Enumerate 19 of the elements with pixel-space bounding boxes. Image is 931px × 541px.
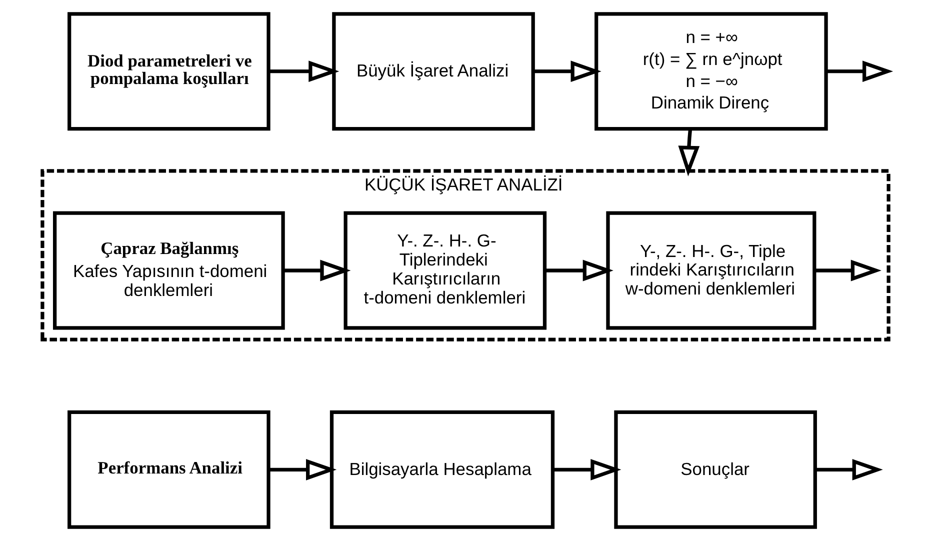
node-box: Performans Analizi: [68, 410, 270, 529]
node-box: Sonuçlar: [614, 410, 817, 529]
node-box: Diod parametreleri ve pompalama koşulları: [68, 12, 270, 131]
arrow: [268, 458, 337, 480]
arrow: [552, 458, 622, 480]
node-box: Bilgisayarla Hesaplama: [330, 410, 555, 529]
arrow: [533, 60, 602, 82]
arrow: [283, 260, 351, 282]
arrow: [814, 260, 882, 282]
arrow: [826, 60, 894, 82]
arrow: [544, 260, 614, 282]
arrow: [815, 458, 883, 480]
node-box: Y-, Z-. H-. G-, Tiple rindeki Karıştırıcıların w-domeni denklemleri: [606, 211, 816, 330]
node-box: Çapraz Bağlanmış Kafes Yapısının t-domeni denklemleri: [52, 211, 285, 330]
arrow: [268, 60, 340, 82]
arrow: [678, 128, 700, 176]
node-box: n = +∞ r(t) = ∑ rn e^jnωpt n = −∞ Dinamik Direnç: [594, 12, 828, 131]
node-box: Büyük İşaret Analizi: [332, 12, 535, 131]
node-box: Y-. Z-. H-. G- Tiplerindeki Karıştırıcıların t-domeni denklemleri: [344, 211, 547, 330]
